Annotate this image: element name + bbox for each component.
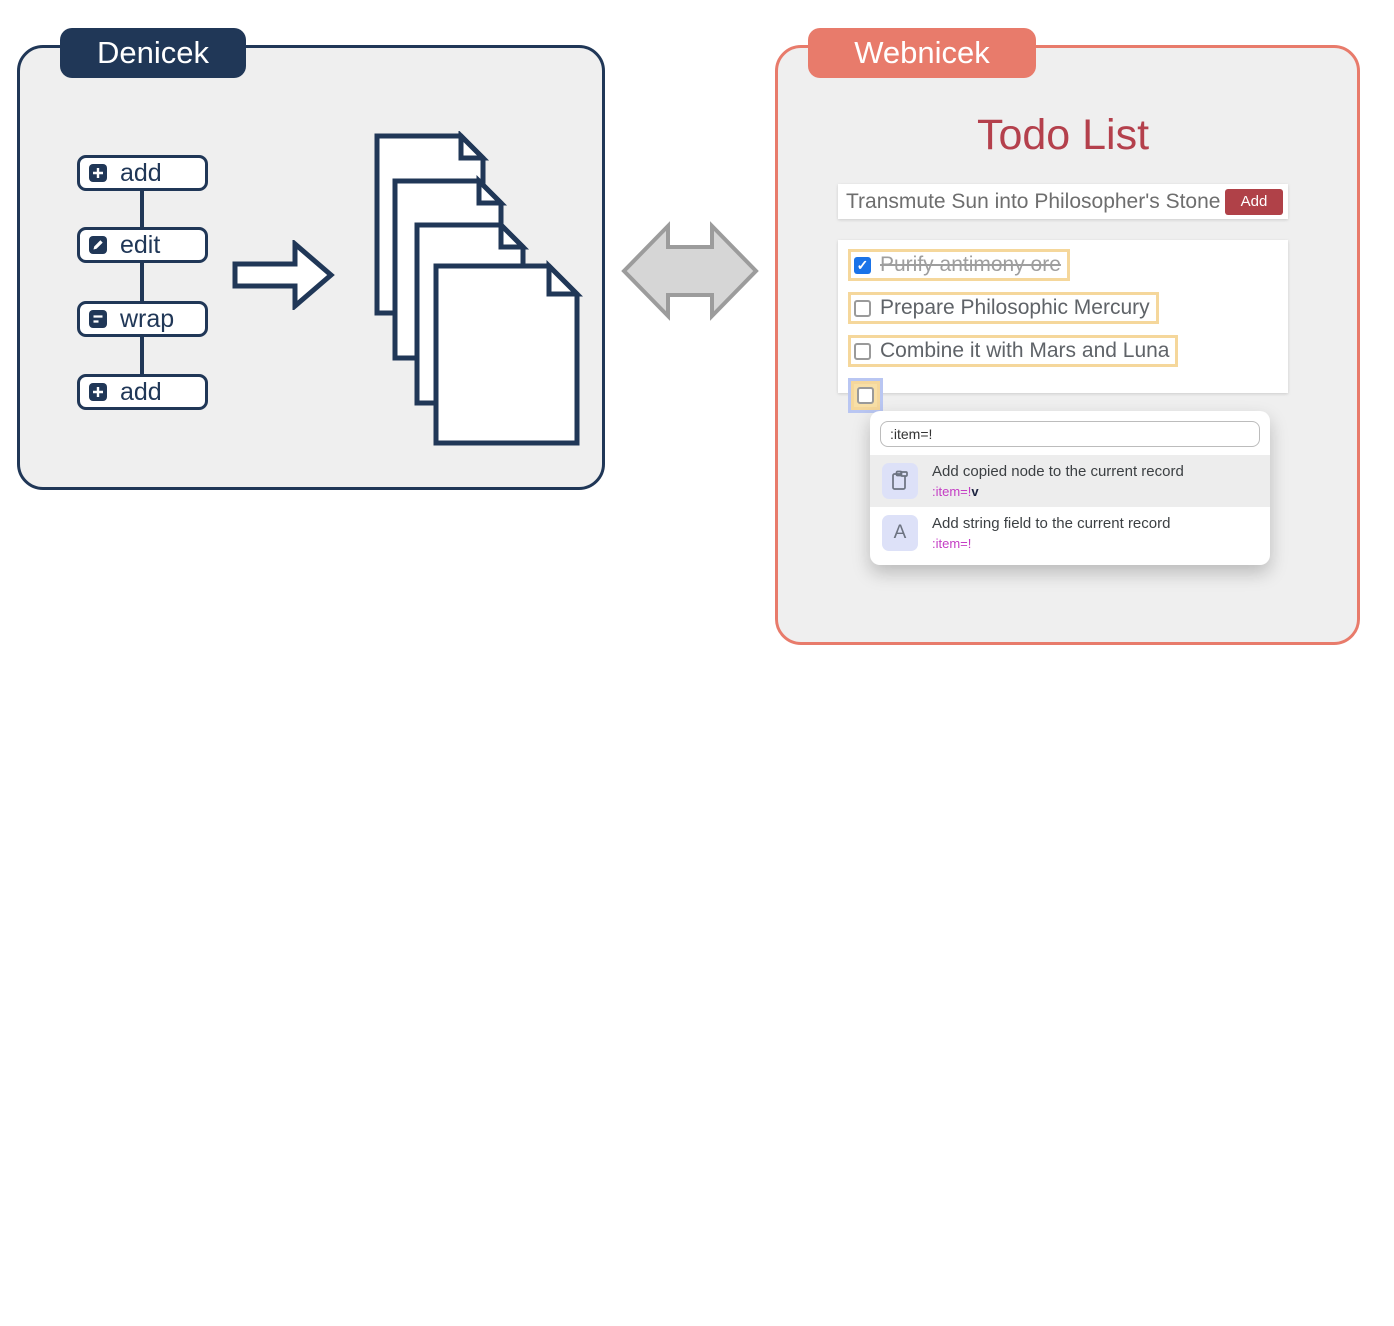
document-stack-icon	[374, 131, 583, 446]
plus-icon	[89, 164, 107, 182]
autocomplete-dropdown: :item=! Add copied node to the current r…	[870, 411, 1270, 565]
pencil-icon	[89, 236, 107, 254]
op-node-label: wrap	[120, 304, 175, 333]
op-node-add-1: add	[77, 155, 208, 191]
op-node-add-2: add	[77, 374, 208, 410]
todo-item-text: Purify antimony ore	[880, 253, 1061, 276]
op-node-wrap: wrap	[77, 301, 208, 337]
checkbox-checked-icon[interactable]: ✓	[854, 256, 871, 274]
denicek-panel-label: Denicek	[60, 28, 246, 78]
checkbox-unchecked-icon[interactable]	[857, 387, 874, 404]
todo-item-2[interactable]: Prepare Philosophic Mercury	[848, 292, 1159, 324]
operation-chain-connector	[140, 173, 144, 393]
checkbox-unchecked-icon[interactable]	[854, 342, 871, 360]
op-node-label: add	[120, 377, 162, 406]
op-node-label: add	[120, 158, 162, 187]
todo-list-title: Todo List	[976, 111, 1150, 159]
new-todo-input-row: Transmute Sun into Philosopher's Stone A…	[838, 184, 1288, 219]
wrap-icon	[89, 310, 107, 328]
autocomplete-option-title: Add string field to the current record	[932, 515, 1171, 532]
autocomplete-option-copy-node[interactable]: Add copied node to the current record :i…	[870, 455, 1270, 507]
autocomplete-option-code: :item=!v	[932, 483, 979, 499]
autocomplete-option-code: :item=!	[932, 535, 972, 551]
letter-a-icon: A	[882, 515, 918, 551]
webnicek-panel: Webnicek Todo List Transmute Sun into Ph…	[775, 28, 1360, 645]
op-node-label: edit	[120, 230, 161, 259]
todo-list-card: ✓ Purify antimony ore Prepare Philosophi…	[838, 240, 1288, 413]
clipboard-icon	[882, 463, 918, 499]
checkbox-unchecked-icon[interactable]	[854, 299, 871, 317]
autocomplete-option-title: Add copied node to the current record	[932, 463, 1184, 480]
webnicek-panel-label: Webnicek	[808, 28, 1036, 78]
todo-item-1[interactable]: ✓ Purify antimony ore	[848, 249, 1070, 281]
add-todo-button[interactable]: Add	[1225, 188, 1283, 215]
todo-item-text: Combine it with Mars and Luna	[880, 339, 1170, 362]
autocomplete-option-string-field[interactable]: A Add string field to the current record…	[870, 507, 1270, 559]
todo-item-4-highlight	[851, 381, 880, 410]
sync-double-arrow-icon	[621, 221, 759, 321]
new-todo-input[interactable]: Transmute Sun into Philosopher's Stone	[846, 189, 1221, 213]
denicek-panel: Denicek add edit wrap add	[17, 28, 605, 490]
plus-icon	[89, 383, 107, 401]
autocomplete-query-input[interactable]: :item=!	[880, 421, 1260, 447]
todo-item-4-selected[interactable]	[848, 378, 883, 413]
produces-arrow-icon	[232, 240, 335, 310]
todo-item-3[interactable]: Combine it with Mars and Luna	[848, 335, 1179, 367]
todo-item-text: Prepare Philosophic Mercury	[880, 296, 1150, 319]
op-node-edit: edit	[77, 227, 208, 263]
